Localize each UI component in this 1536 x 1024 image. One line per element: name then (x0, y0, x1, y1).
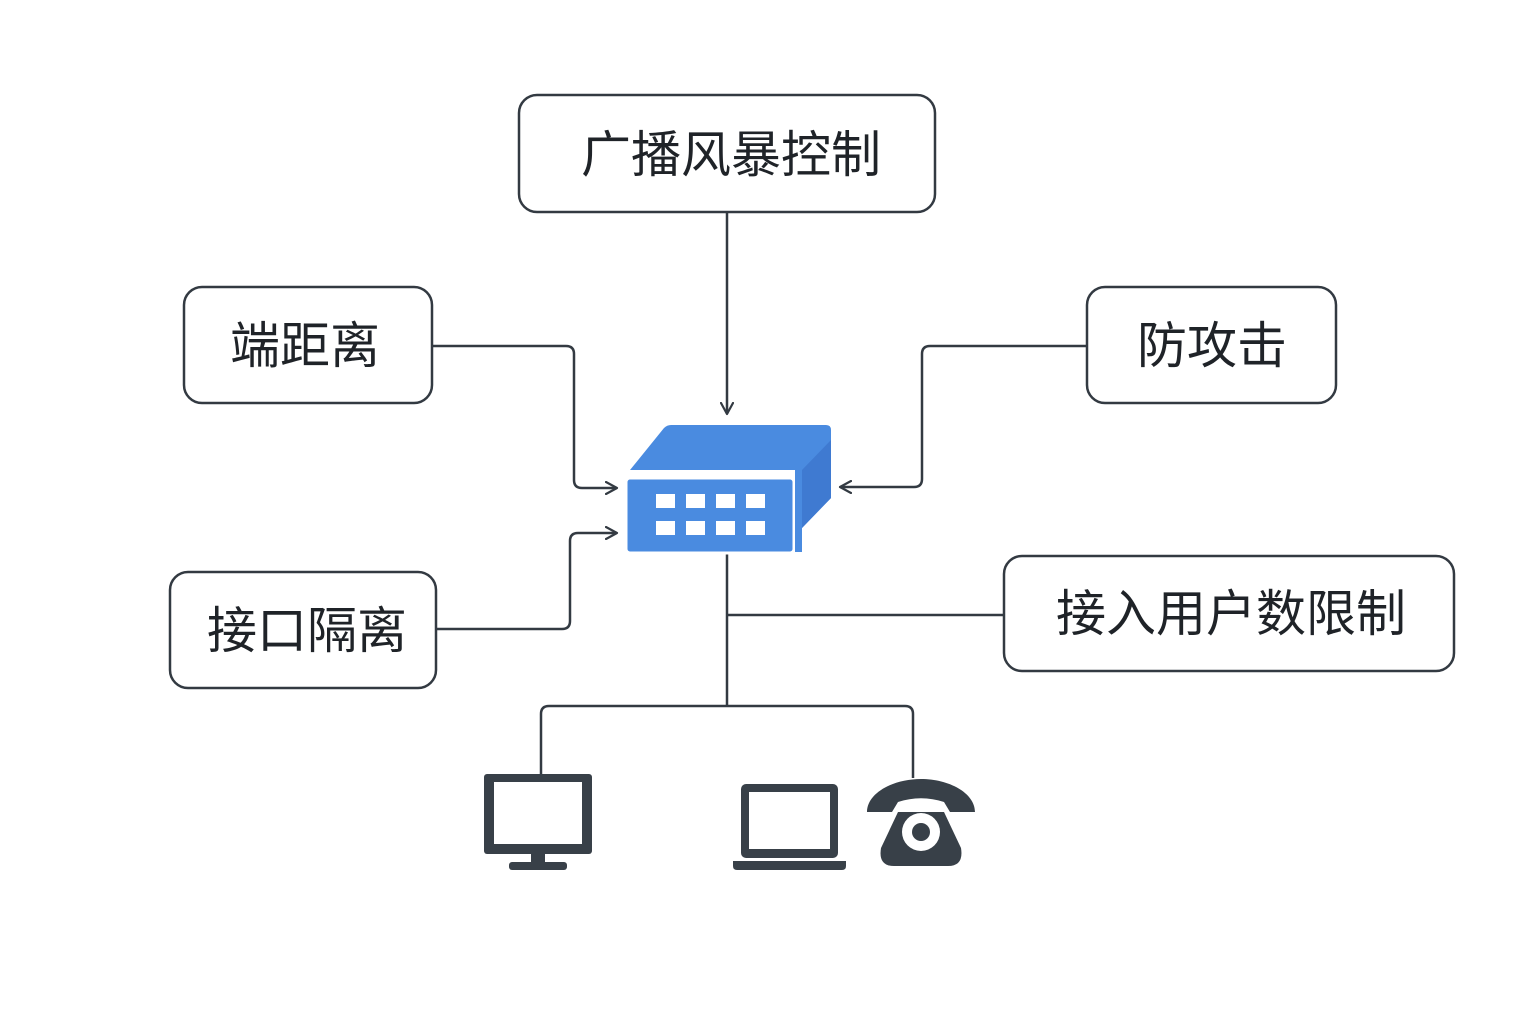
telephone-icon (867, 779, 975, 866)
box-broadcast-storm-control-label: 广播风暴控制 (581, 126, 881, 184)
box-access-user-limit: 接入用户数限制 (1002, 554, 1456, 673)
arrow-interface-isolation-to-switch (436, 533, 617, 631)
arrow-port-distance-to-switch (432, 344, 617, 488)
box-port-distance: 端距离 (182, 285, 434, 405)
box-broadcast-storm-control: 广播风暴控制 (517, 93, 937, 214)
box-anti-attack: 防攻击 (1085, 285, 1338, 405)
laptop-icon (733, 784, 846, 870)
box-interface-isolation: 接口隔离 (168, 570, 438, 690)
box-anti-attack-label: 防攻击 (1137, 317, 1287, 375)
network-switch-icon (624, 425, 831, 555)
box-port-distance-label: 端距离 (230, 317, 380, 375)
box-interface-isolation-label: 接口隔离 (207, 602, 407, 660)
desktop-monitor-icon (484, 774, 592, 870)
box-access-user-limit-label: 接入用户数限制 (1056, 585, 1406, 643)
arrow-anti-attack-to-switch (840, 344, 1087, 487)
line-endpoint-bus (539, 704, 915, 778)
